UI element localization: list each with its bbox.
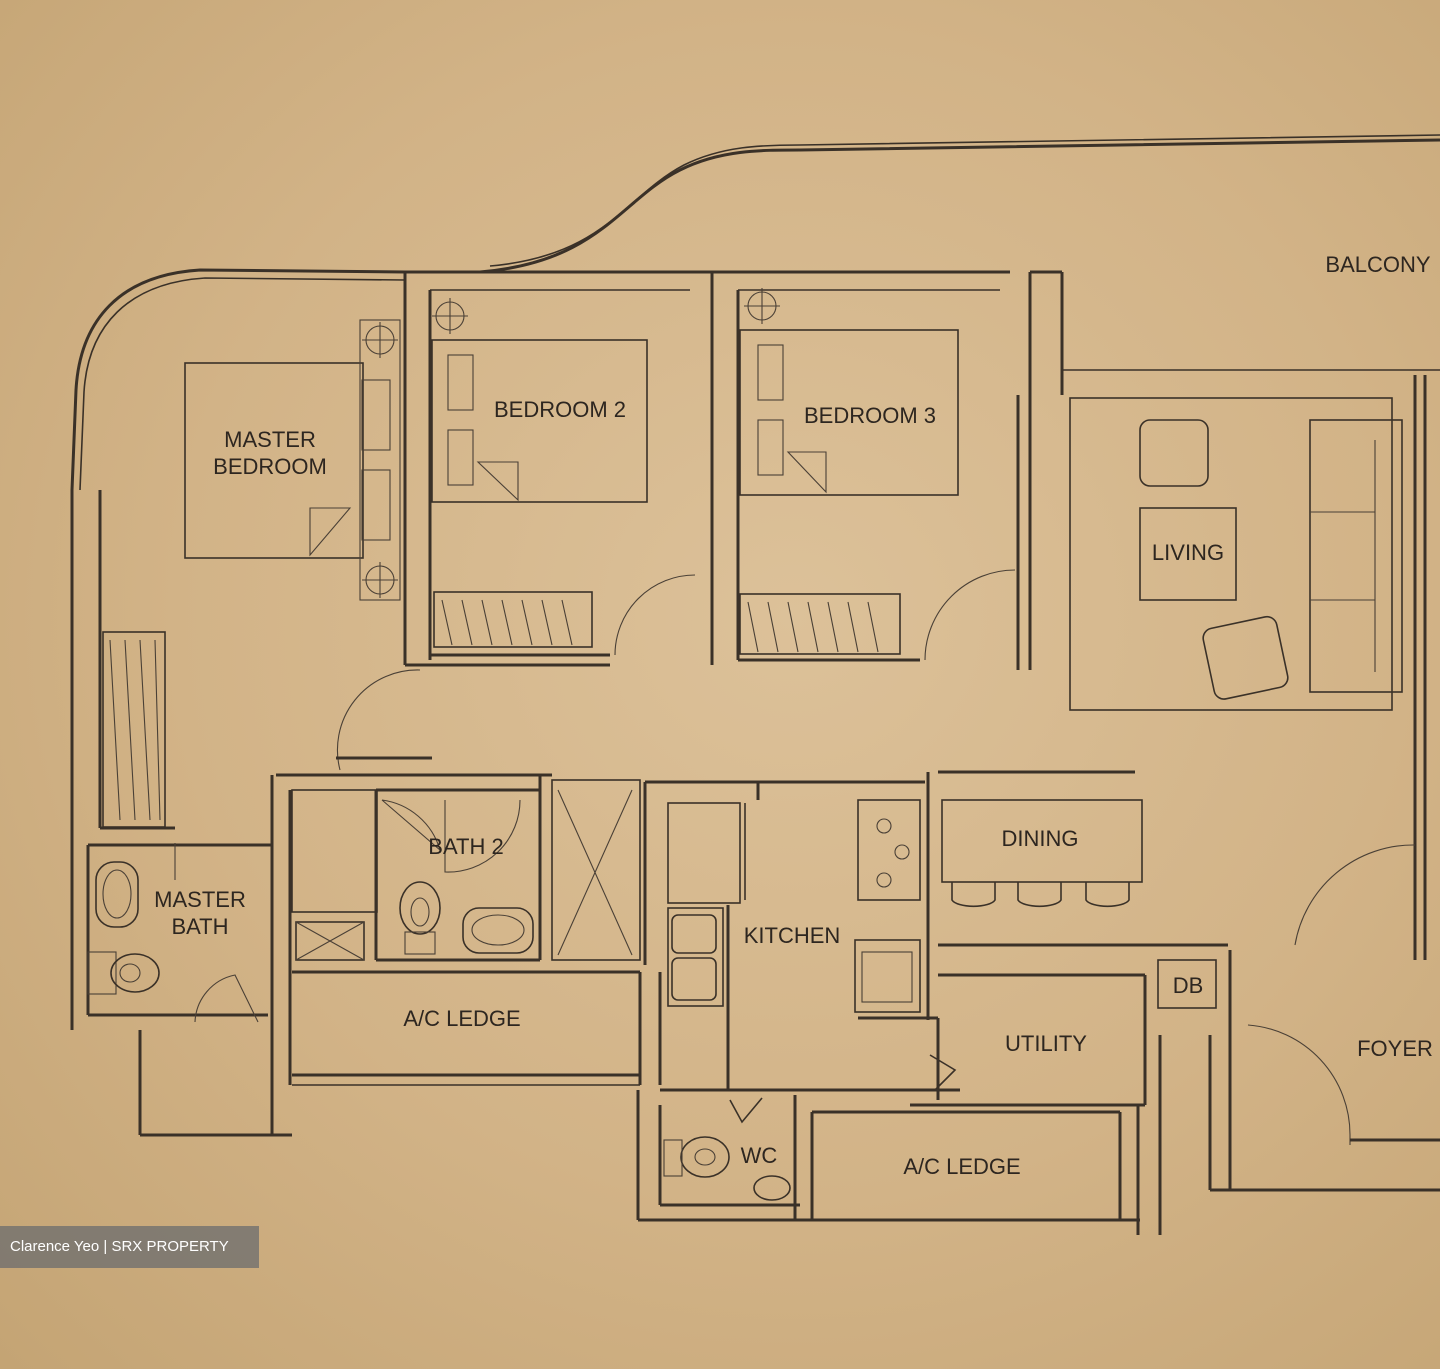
bedroom-2-label: BEDROOM 2 — [494, 397, 626, 422]
ac-ledge-left-walls — [292, 970, 662, 1086]
living-label: LIVING — [1152, 540, 1224, 565]
bedroom-3-label: BEDROOM 3 — [804, 403, 936, 428]
dining-label: DINING — [1002, 826, 1079, 851]
ac-ledge-right-label: A/C LEDGE — [903, 1154, 1020, 1179]
master-bedroom-label-line1: MASTER — [224, 427, 316, 452]
balcony-outline — [479, 134, 1440, 371]
master-bath-label-line1: MASTER — [154, 887, 246, 912]
bath-2-label: BATH 2 — [428, 834, 503, 859]
foyer-label: FOYER — [1357, 1036, 1433, 1061]
living-furniture — [1069, 375, 1427, 960]
bedroom-3-walls — [712, 270, 1064, 670]
balcony-label: BALCONY — [1325, 252, 1430, 277]
master-bedroom-walls — [70, 268, 610, 1030]
dining-furniture — [938, 770, 1228, 947]
db-label: DB — [1173, 973, 1204, 998]
watermark-credit: Clarence Yeo | SRX PROPERTY — [0, 1226, 259, 1268]
utility-foyer-walls — [910, 844, 1440, 1235]
bath-2-walls — [276, 669, 641, 1085]
kitchen-walls — [643, 772, 960, 1092]
wc-ac-ledge-right-walls — [636, 1090, 1140, 1235]
master-bedroom-label-line2: BEDROOM — [213, 454, 327, 479]
master-bedroom-furniture — [102, 319, 401, 828]
master-bath-walls — [86, 775, 292, 1137]
kitchen-label: KITCHEN — [744, 923, 841, 948]
ac-ledge-left-label: A/C LEDGE — [403, 1006, 520, 1031]
bedroom-2-walls — [405, 270, 714, 665]
master-bath-label-line2: BATH — [171, 914, 228, 939]
wc-label: WC — [741, 1143, 778, 1168]
utility-label: UTILITY — [1005, 1031, 1087, 1056]
